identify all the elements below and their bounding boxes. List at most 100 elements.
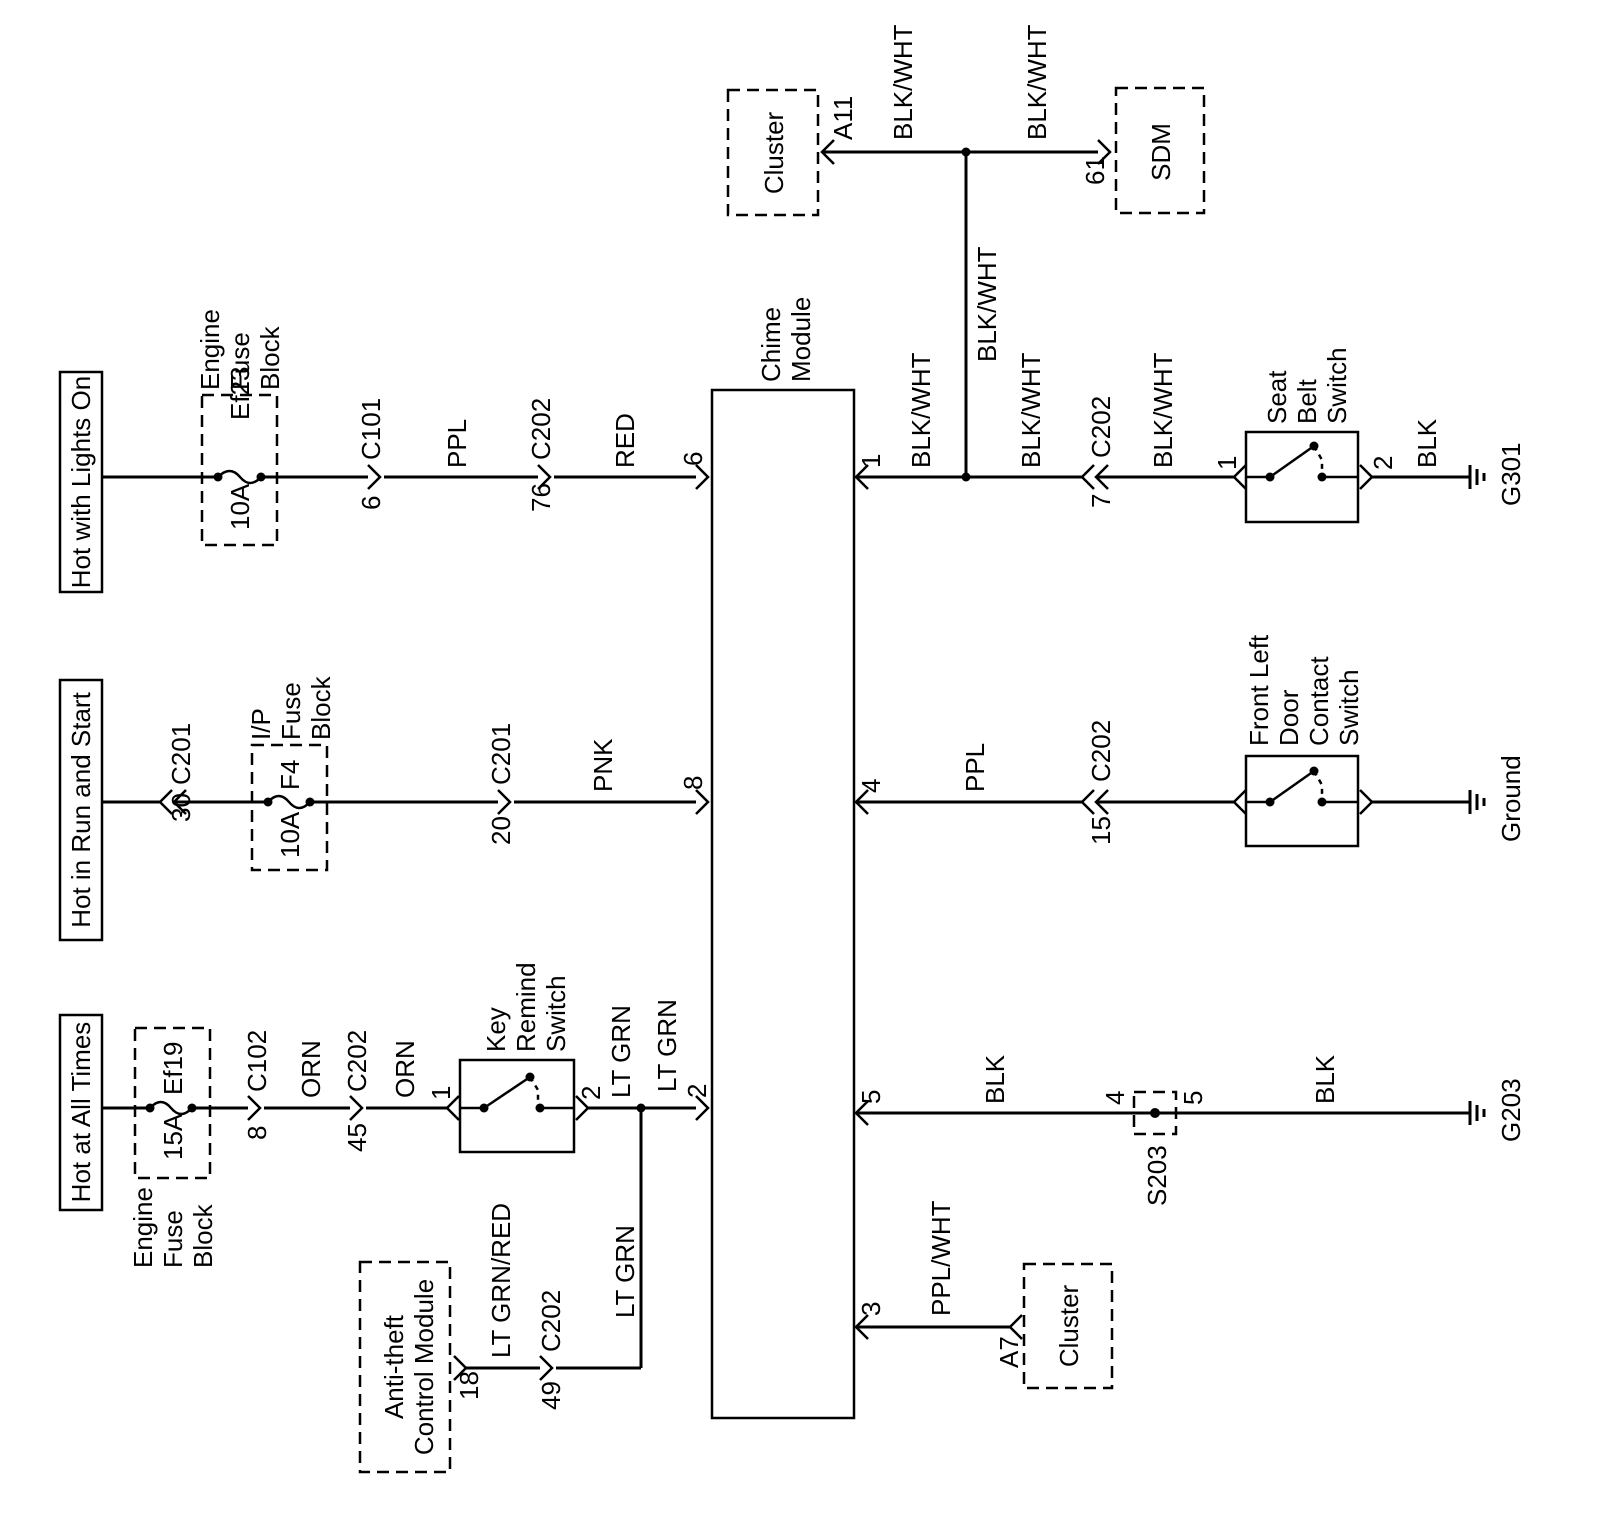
wire-label: RED (610, 413, 640, 468)
source-label: Hot with Lights On (66, 376, 96, 588)
wire-label: BLK/WHT (888, 24, 918, 140)
fuse-rating: 15A (158, 1113, 188, 1160)
pin-label: 2 (682, 1084, 712, 1098)
fuse-ef23: Ef23 10A Engine Fuse Block (195, 309, 285, 547)
front-left-door-contact-switch: Front Left Door Contact Switch (1232, 634, 1374, 848)
cluster-bottom: A7 Cluster (994, 1262, 1114, 1390)
svg-text:7: 7 (1086, 494, 1116, 508)
pin-label: 8 (678, 776, 708, 790)
svg-text:Belt: Belt (1292, 378, 1322, 424)
connector-c101: C101 6 (356, 398, 386, 510)
pin-label: 5 (856, 1090, 886, 1104)
svg-text:30: 30 (166, 793, 196, 822)
pin-label: 3 (856, 1302, 886, 1316)
wire-label: PPL (960, 743, 990, 792)
wire-label: PNK (588, 738, 618, 792)
fuse-name: Ef23 (225, 367, 255, 421)
svg-text:61: 61 (1080, 156, 1110, 185)
svg-text:20: 20 (486, 816, 516, 845)
svg-text:Switch: Switch (1334, 669, 1364, 746)
chime-module: Chime Module (710, 297, 856, 1420)
svg-text:76: 76 (526, 483, 556, 512)
cluster-top: Cluster A11 (726, 88, 858, 217)
connector-c201-2: C201 20 (486, 723, 516, 845)
svg-text:6: 6 (356, 496, 386, 510)
sdm: SDM 61 (1080, 86, 1206, 215)
fuse-block-label: Block (306, 675, 336, 740)
source-hot-with-lights-on: Hot with Lights On (58, 370, 104, 594)
key-remind-switch: Key Remind Switch 1 2 (426, 962, 606, 1154)
fuse-block-label: Block (188, 1203, 218, 1268)
svg-text:15: 15 (1086, 816, 1116, 845)
svg-text:Switch: Switch (1322, 347, 1352, 424)
source-label: Hot in Run and Start (66, 691, 96, 927)
wire-label: ORN (390, 1040, 420, 1098)
svg-text:G301: G301 (1496, 442, 1526, 506)
seat-belt-switch: Seat Belt Switch 1 2 (1212, 347, 1398, 524)
svg-text:Seat: Seat (1262, 370, 1292, 424)
wire-label: BLK/WHT (906, 352, 936, 468)
connector-c202-4: C202 49 (536, 1290, 566, 1410)
svg-text:45: 45 (342, 1123, 372, 1152)
svg-text:1: 1 (1212, 456, 1242, 470)
wire-label: PPL (442, 419, 472, 468)
fuse-block-label: Fuse (225, 332, 255, 390)
svg-text:SDM: SDM (1146, 123, 1176, 181)
svg-text:A7: A7 (994, 1336, 1024, 1368)
svg-text:1: 1 (426, 1086, 456, 1100)
wire-label: LT GRN (652, 999, 682, 1092)
svg-text:Ground: Ground (1496, 755, 1526, 842)
svg-text:Anti-theft: Anti-theft (379, 1314, 409, 1419)
fuse-block-label: Engine (195, 309, 225, 390)
svg-text:Door: Door (1274, 689, 1304, 746)
svg-text:2: 2 (1368, 456, 1398, 470)
wire-label: BLK/WHT (1022, 24, 1052, 140)
fuse-block-label: Engine (128, 1187, 158, 1268)
svg-text:C202: C202 (1086, 396, 1116, 458)
svg-text:Control Module: Control Module (409, 1279, 439, 1455)
svg-text:C202: C202 (342, 1030, 372, 1092)
svg-text:S203: S203 (1142, 1145, 1172, 1206)
wire-label: BLK (1310, 1054, 1340, 1104)
fuse-name: F4 (275, 760, 305, 790)
source-hot-in-run-and-start: Hot in Run and Start (58, 678, 104, 942)
wire-label: BLK/WHT (1016, 352, 1046, 468)
svg-text:Remind: Remind (511, 962, 541, 1052)
pin-label: 4 (856, 779, 886, 793)
source-label: Hot at All Times (66, 1022, 96, 1203)
pin-label: 6 (678, 452, 708, 466)
fuse-block-label: Fuse (276, 682, 306, 740)
connector-c102: C102 8 (242, 1030, 272, 1140)
svg-text:Cluster: Cluster (1054, 1284, 1084, 1367)
svg-text:Front Left: Front Left (1244, 634, 1274, 746)
svg-text:Contact: Contact (1304, 656, 1334, 746)
wire-label: BLK/WHT (972, 246, 1002, 362)
svg-text:G203: G203 (1496, 1078, 1526, 1142)
svg-text:Cluster: Cluster (759, 111, 789, 194)
fuse-block-label: Block (255, 325, 285, 390)
wire-label: ORN (296, 1040, 326, 1098)
svg-text:Key: Key (481, 1007, 511, 1052)
svg-text:Switch: Switch (541, 975, 571, 1052)
svg-text:C201: C201 (166, 723, 196, 785)
svg-text:C202: C202 (526, 398, 556, 460)
fuse-name: Ef19 (158, 1042, 188, 1096)
svg-text:A11: A11 (828, 96, 858, 140)
svg-text:49: 49 (536, 1381, 566, 1410)
wire-label: PPL/WHT (926, 1200, 956, 1316)
svg-text:Chime: Chime (756, 307, 786, 382)
wire-label: BLK (980, 1054, 1010, 1104)
svg-text:5: 5 (1178, 1091, 1208, 1105)
svg-text:C201: C201 (486, 723, 516, 785)
fuse-f4: F4 10A I/P Fuse Block (246, 675, 336, 872)
wire-label: BLK (1412, 418, 1442, 468)
ground-chassis: Ground (1468, 755, 1526, 842)
fuse-block-label: I/P (246, 708, 276, 740)
anti-theft-control-module: Anti-theft Control Module 18 (358, 1260, 484, 1474)
svg-text:8: 8 (242, 1126, 272, 1140)
connector-c201: C201 30 (158, 723, 196, 822)
fuse-rating: 10A (275, 811, 305, 858)
svg-text:18: 18 (454, 1371, 484, 1400)
connector-c202-6: C202 15 (1080, 720, 1116, 845)
